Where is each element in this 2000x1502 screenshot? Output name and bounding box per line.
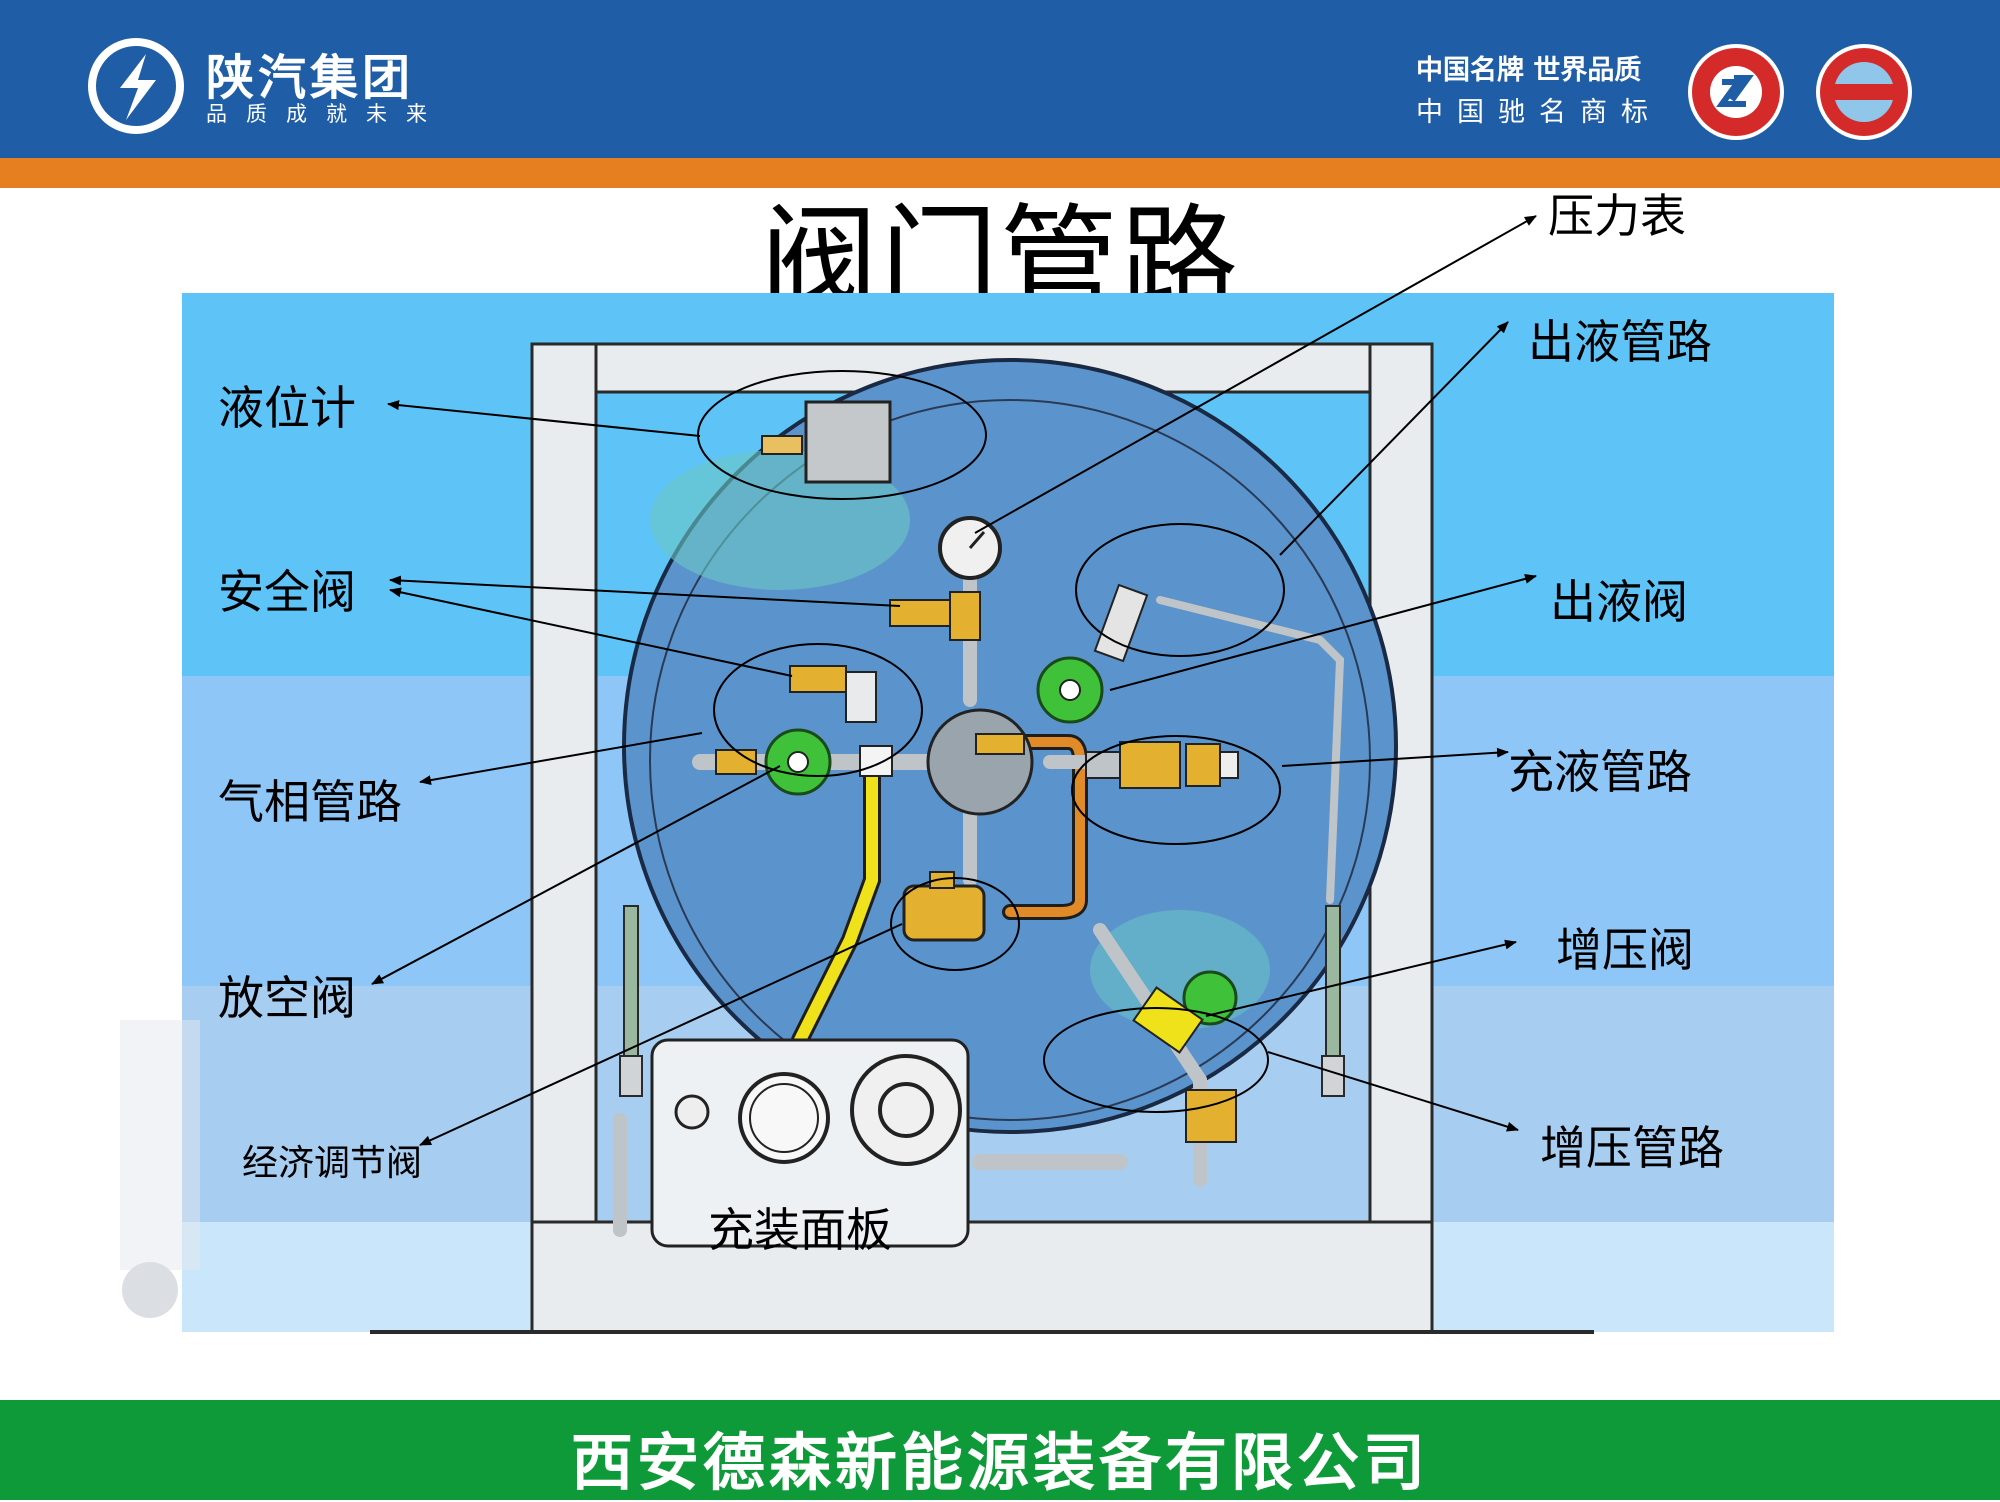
label-gas-phase-line: 气相管路 <box>218 775 402 829</box>
filling-panel-box <box>650 1038 970 1248</box>
label-filling-line: 充液管路 <box>1508 745 1692 799</box>
label-liquid-outlet-valve: 出液阀 <box>1550 575 1688 629</box>
label-pressure-boost-valve: 增压阀 <box>1556 923 1694 977</box>
header-tagline-2: 中国驰名商标 <box>1416 97 1662 128</box>
central-manifold <box>926 708 1034 816</box>
leader-arrows <box>371 215 1537 1146</box>
label-pressure-gauge: 压力表 <box>1548 189 1686 243</box>
footer-bar <box>0 1400 2000 1500</box>
liquid-outlet-valve-icon <box>1036 583 1149 724</box>
brand-name: 陕汽集团 <box>206 50 415 106</box>
header-accent-strip <box>0 158 2000 188</box>
label-economizer-valve: 经济调节阀 <box>242 1143 423 1184</box>
label-safety-valve: 安全阀 <box>218 565 356 619</box>
header-tagline-1: 中国名牌 世界品质 <box>1416 55 1642 86</box>
truck-watermark-icon <box>120 1020 200 1318</box>
filling-connector <box>1085 741 1239 789</box>
label-pressure-boost-line: 增压管路 <box>1540 1121 1724 1175</box>
pressure-gauge-icon <box>938 516 1002 580</box>
label-level-gauge: 液位计 <box>218 381 356 435</box>
brand-slogan: 品质成就未来 <box>206 102 446 126</box>
header-bar <box>0 0 2000 158</box>
china-top-brand-badge-icon <box>1688 44 1784 140</box>
china-well-known-trademark-badge-icon <box>1816 44 1912 140</box>
company-name: 西安德森新能源装备有限公司 <box>570 1426 1429 1499</box>
level-gauge-box <box>761 400 892 484</box>
shaanqi-logo-icon <box>88 38 184 134</box>
label-liquid-outlet-line: 出液管路 <box>1528 315 1712 369</box>
tank-legs <box>619 905 1345 1097</box>
pressure-boost-valve-icon <box>1132 970 1238 1143</box>
economizer-valve-icon <box>902 871 986 942</box>
label-vent-valve: 放空阀 <box>218 971 356 1025</box>
label-filling-panel: 充装面板 <box>708 1203 892 1257</box>
safety-valves <box>789 591 981 723</box>
